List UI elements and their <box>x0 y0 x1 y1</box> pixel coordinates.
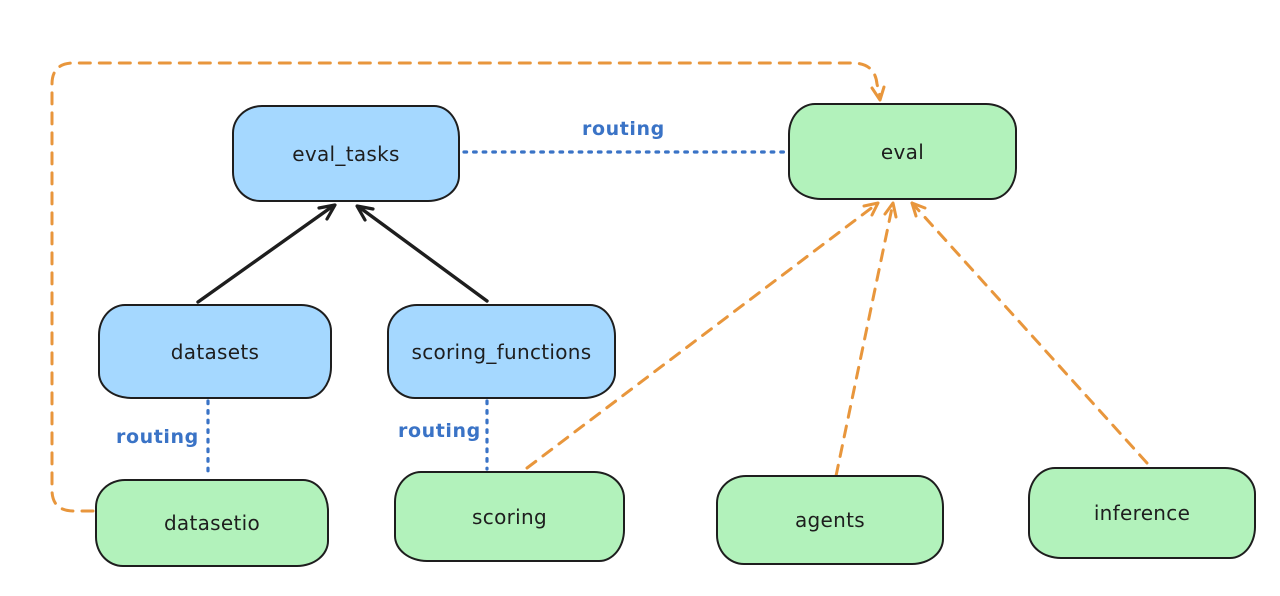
node-inference-label: inference <box>1093 501 1191 525</box>
node-agents-label: agents <box>795 508 865 532</box>
node-eval-label: eval <box>880 139 925 164</box>
edge-label-routing-scoring: routing <box>398 420 481 442</box>
node-eval: eval <box>788 103 1017 200</box>
node-datasets-label: datasets <box>170 339 260 364</box>
node-inference: inference <box>1028 467 1256 559</box>
node-scoring: scoring <box>394 471 625 562</box>
node-eval-tasks: eval_tasks <box>232 105 460 202</box>
node-agents: agents <box>716 475 944 565</box>
orange-arrow-agents-to-eval <box>834 201 898 478</box>
node-datasets: datasets <box>98 304 332 399</box>
edge-label-routing-datasetio: routing <box>116 426 199 448</box>
node-scoring-functions-label: scoring_functions <box>411 339 592 364</box>
node-scoring-functions: scoring_functions <box>387 304 616 399</box>
arrow-scoring-functions-to-eval-tasks <box>355 204 489 303</box>
orange-arrow-inference-to-eval <box>910 201 1149 465</box>
arrow-datasets-to-eval-tasks <box>196 203 337 304</box>
node-scoring-label: scoring <box>472 504 547 529</box>
node-datasetio: datasetio <box>95 479 329 567</box>
edge-label-routing-top: routing <box>582 118 665 140</box>
orange-arrow-datasetio-to-eval <box>50 61 886 513</box>
node-datasetio-label: datasetio <box>163 511 261 535</box>
node-eval-tasks-label: eval_tasks <box>292 141 400 166</box>
orange-arrow-scoring-to-eval <box>525 201 880 470</box>
